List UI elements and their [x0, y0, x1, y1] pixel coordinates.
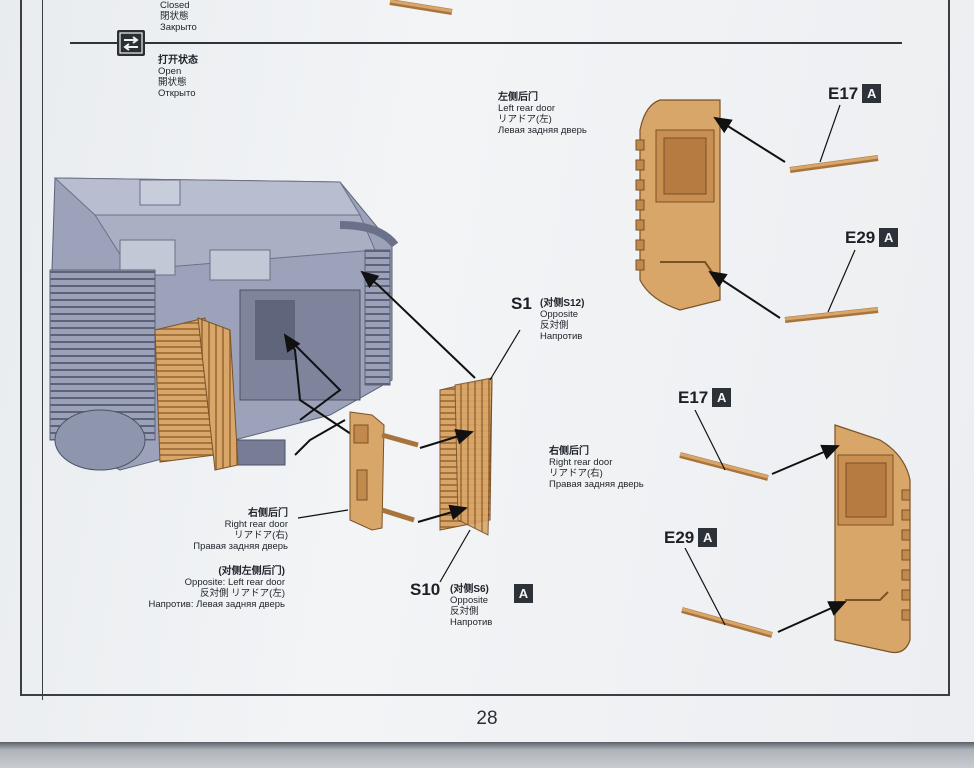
grille-panel-part: [439, 329, 521, 583]
part-s10-notes: (对侧S6) Opposite 反対側 Напротив: [450, 584, 492, 628]
swap-arrows-icon: [117, 30, 145, 56]
part-s1: S1: [511, 294, 532, 314]
margin-line: [42, 0, 43, 700]
sprue-badge: A: [862, 84, 882, 103]
open-ru: Открыто: [158, 88, 196, 99]
rrd-center-ja: リアドア(右): [234, 530, 288, 541]
page-number: 28: [476, 708, 498, 729]
s10-sub-en: Opposite: [450, 595, 489, 606]
part-code: E17: [828, 84, 859, 103]
closed-rod-part: [389, 0, 453, 15]
page-frame: [20, 0, 950, 696]
s1-sub-ru: Напротив: [540, 331, 583, 342]
right-door-part-center: [297, 411, 474, 531]
closed-en: Closed: [160, 0, 190, 11]
right-rear-door-label-right: 右侧后门 Right rear door リアドア(右) Правая задн…: [549, 446, 644, 490]
part-code: E29: [664, 528, 695, 547]
s10-note: (对侧S6): [450, 584, 489, 595]
page-binding-edge: [0, 742, 974, 768]
rrd-center-zh: 右侧后门: [248, 508, 288, 519]
opp-ru: Напротив: Левая задняя дверь: [148, 599, 285, 610]
part-s10-badge: A: [510, 584, 533, 604]
sprue-badge: A: [698, 528, 718, 547]
part-s1-notes: (对侧S12) Opposite 反対側 Напротив: [540, 298, 584, 342]
closed-state-label: Closed 閉状態 Закрыто: [160, 0, 197, 33]
closed-ru: Закрыто: [160, 22, 197, 33]
open-en: Open: [158, 66, 182, 77]
open-zh: 打开状态: [158, 55, 198, 66]
rrd-center-ru: Правая задняя дверь: [193, 541, 288, 552]
part-code: E29: [845, 228, 876, 247]
rrd-right-ja: リアドア(右): [549, 468, 603, 479]
sprue-badge: A: [514, 584, 533, 603]
left-rear-door-en: Left rear door: [498, 103, 556, 114]
left-rear-door-label: 左侧后门 Left rear door リアドア(左) Левая задняя…: [498, 92, 587, 136]
rrd-center-en: Right rear door: [224, 519, 288, 530]
s10-sub-ru: Напротив: [450, 617, 493, 628]
section-divider: [70, 42, 902, 44]
part-code: E17: [678, 388, 709, 407]
open-state-label: 打开状态 Open 開状態 Открыто: [158, 55, 198, 99]
s10-sub-ja: 反対側: [450, 606, 479, 617]
rrd-right-en: Right rear door: [549, 457, 613, 468]
sprue-badge: A: [712, 388, 732, 407]
opp-en: Opposite: Left rear door: [184, 577, 285, 588]
opp-zh: (对侧左侧后门): [218, 566, 285, 577]
right-rear-door-part: [679, 409, 911, 654]
s1-note: (对侧S12): [540, 298, 585, 309]
hull-arrows: [283, 270, 476, 456]
open-ja: 開状態: [158, 77, 187, 88]
sprue-badge: A: [879, 228, 899, 247]
s1-sub-ja: 反対側: [540, 320, 569, 331]
rrd-right-zh: 右侧后门: [549, 446, 589, 457]
left-rear-door-part: [635, 99, 879, 323]
right-rear-door-label-center: 右侧后门 Right rear door リアドア(右) Правая задн…: [168, 508, 288, 552]
vehicle-hull: [49, 177, 399, 471]
opposite-left-door-label: (对侧左侧后门) Opposite: Left rear door 反対側 リア…: [105, 566, 285, 610]
part-code: S1: [511, 294, 532, 313]
left-rear-door-ja: リアドア(左): [498, 114, 552, 125]
part-s10: S10: [410, 580, 440, 600]
opp-ja: 反対側 リアドア(左): [200, 588, 285, 599]
hull-open-door: [154, 317, 239, 471]
rrd-right-ru: Правая задняя дверь: [549, 479, 644, 490]
left-rear-door-zh: 左侧后门: [498, 92, 538, 103]
left-rear-door-ru: Левая задняя дверь: [498, 125, 587, 136]
closed-ja: 閉状態: [160, 11, 189, 22]
s1-sub-en: Opposite: [540, 309, 579, 320]
part-code: S10: [410, 580, 441, 599]
